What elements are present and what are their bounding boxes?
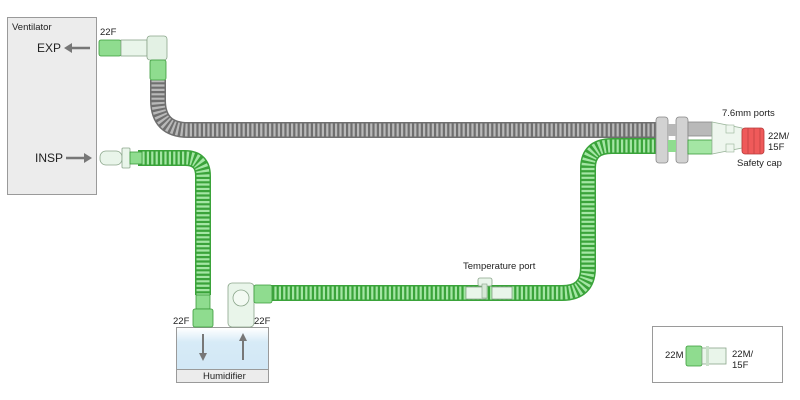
humidifier-inlet-size-label: 22F <box>173 316 190 327</box>
humidifier-up-arrow-icon <box>239 333 247 360</box>
legend-right-label-line1: 22M/ <box>732 349 754 360</box>
inspiratory-limb-to-patient <box>270 138 660 301</box>
insp-connector <box>99 147 143 169</box>
ventilator-unit <box>7 17 97 195</box>
exp-connector <box>98 35 168 81</box>
exp-port-label: EXP <box>37 41 62 55</box>
humidifier-down-arrow-icon <box>199 334 207 361</box>
exp-connector-size-label: 22F <box>100 27 117 38</box>
exp-arrow-icon <box>64 43 90 53</box>
humidifier-outlet-connector <box>227 282 273 328</box>
humidifier-base <box>176 369 269 383</box>
temperature-port <box>465 277 513 300</box>
safety-cap <box>741 127 765 155</box>
expiratory-limb-tube <box>150 80 660 138</box>
legend-connector <box>685 345 727 367</box>
safety-cap-callout: Safety cap <box>737 158 782 169</box>
insp-arrow-icon <box>66 153 92 163</box>
ventilator-title: Ventilator <box>12 22 52 33</box>
temperature-port-callout: Temperature port <box>463 261 536 272</box>
humidifier-label: Humidifier <box>203 371 246 382</box>
ports-callout: 7.6mm ports <box>722 108 775 119</box>
wye-connector <box>687 121 743 155</box>
inspiratory-limb-to-humidifier <box>138 150 211 295</box>
wye-size-label-line2: 15F <box>768 142 785 153</box>
legend-left-label: 22M <box>665 350 684 361</box>
tube-clip <box>655 116 689 164</box>
insp-port-label: INSP <box>35 151 64 165</box>
wye-size-label-line1: 22M/ <box>768 131 790 142</box>
humidifier-inlet-connector <box>192 294 214 328</box>
legend-right-label-line2: 15F <box>732 360 749 371</box>
humidifier-outlet-size-label: 22F <box>254 316 271 327</box>
